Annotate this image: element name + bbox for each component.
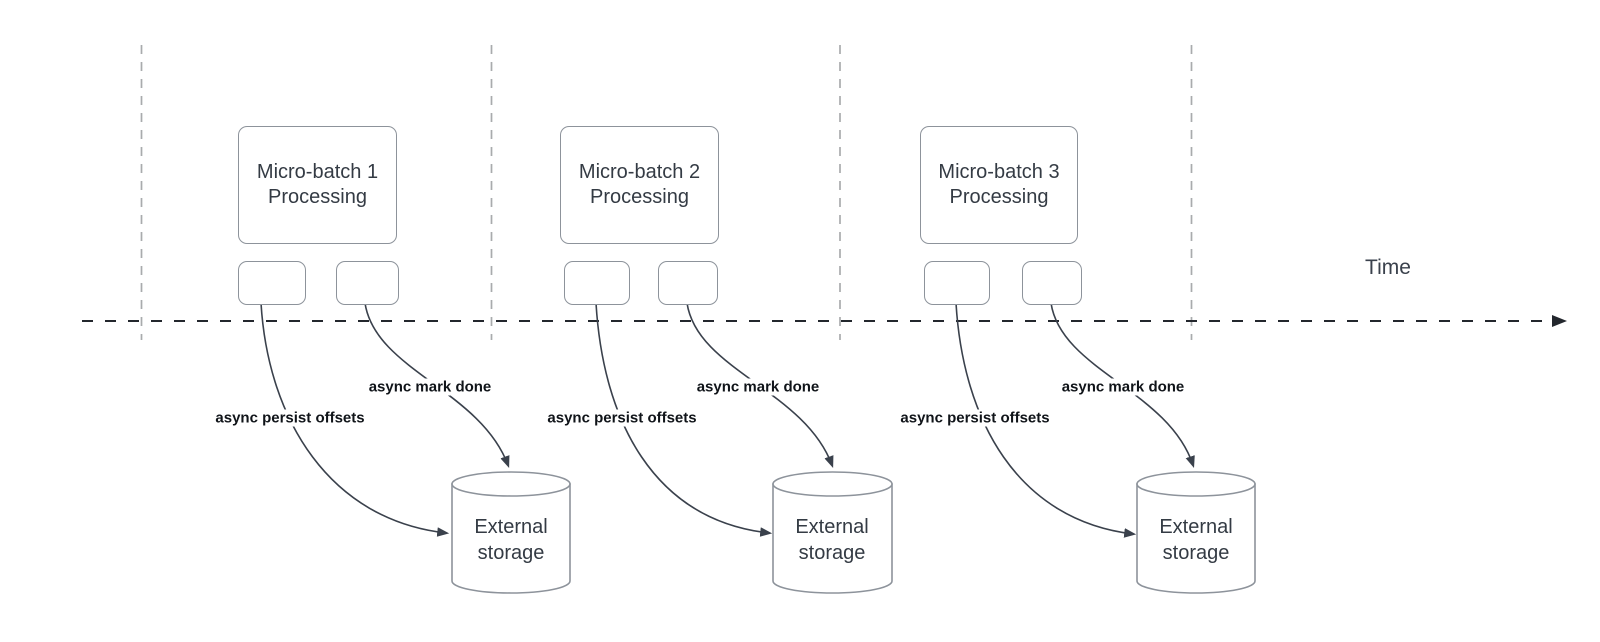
offset-task-box-2	[564, 261, 630, 305]
external-storage-label-3-line1: External	[1159, 516, 1233, 538]
micro-batch-2-title-line2: Processing	[590, 186, 689, 208]
external-storage-label-1-line2: storage	[477, 542, 545, 564]
micro-batch-1-box: Micro-batch 1 Processing	[238, 126, 397, 244]
persist-offsets-curve-3	[955, 302, 1137, 538]
external-storage-label-3: External storage	[1159, 514, 1232, 566]
mark-done-label-2: async mark done	[694, 378, 822, 396]
micro-batch-2-box: Micro-batch 2 Processing	[560, 126, 719, 244]
external-storage-label-2-line1: External	[795, 516, 869, 538]
persist-offsets-label-3: async persist offsets	[898, 409, 1052, 427]
done-task-box-3	[1022, 261, 1082, 305]
done-task-box-2	[658, 261, 718, 305]
persist-offsets-label-1: async persist offsets	[213, 409, 367, 427]
storage-cylinder-1	[451, 471, 571, 594]
persist-offsets-label-2: async persist offsets	[545, 409, 699, 427]
micro-batch-1-title-line1: Micro-batch 1	[256, 161, 379, 183]
offset-task-box-1	[238, 261, 306, 305]
micro-batch-3-title-line1: Micro-batch 3	[938, 161, 1060, 183]
external-storage-label-2: External storage	[795, 514, 868, 566]
offset-task-box-3	[924, 261, 990, 305]
time-axis-label: Time	[1365, 256, 1411, 279]
persist-offsets-curve-1	[260, 302, 450, 537]
storage-cylinder-3	[1136, 471, 1256, 594]
persist-offsets-curve-2	[595, 302, 773, 537]
storage-cylinder-2	[772, 471, 893, 594]
micro-batch-3-title-line2: Processing	[949, 186, 1049, 208]
micro-batch-1-title-line2: Processing	[268, 186, 367, 208]
mark-done-label-3: async mark done	[1059, 378, 1187, 396]
external-storage-label-1-line1: External	[474, 516, 548, 538]
mark-done-label-1: async mark done	[366, 378, 494, 396]
done-task-box-1	[336, 261, 399, 305]
external-storage-label-2-line2: storage	[798, 542, 866, 564]
external-storage-label-3-line2: storage	[1162, 542, 1230, 564]
micro-batch-3-box: Micro-batch 3 Processing	[920, 126, 1078, 244]
external-storage-label-1: External storage	[474, 514, 547, 566]
micro-batch-2-title-line1: Micro-batch 2	[578, 161, 701, 183]
